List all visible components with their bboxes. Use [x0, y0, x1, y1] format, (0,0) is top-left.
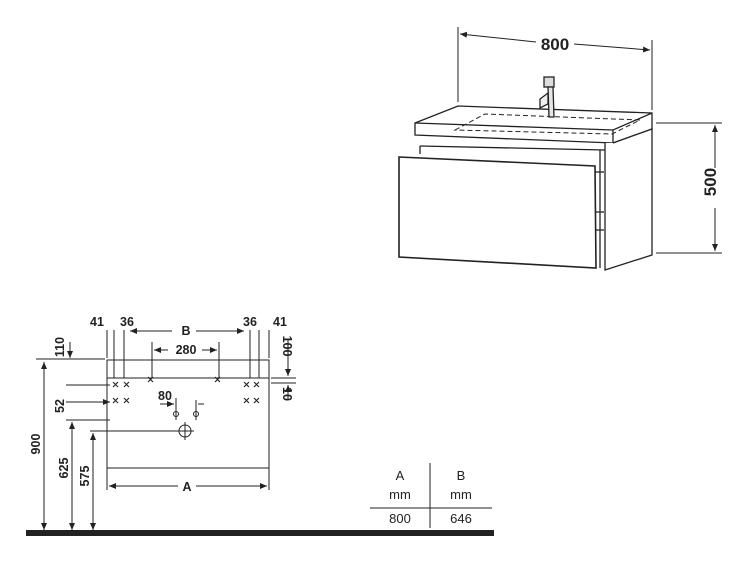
dim-900: 900: [29, 434, 43, 455]
dim-110: 110: [53, 337, 67, 357]
dim-575: 575: [78, 466, 92, 487]
dim-625: 625: [57, 458, 71, 479]
dim-10: 10: [280, 387, 294, 401]
table-unit-b: mm: [450, 487, 472, 502]
dimension-table: [370, 463, 492, 528]
floor: [26, 530, 494, 536]
dim-100: 100: [280, 336, 294, 357]
right-dimensions: [271, 340, 296, 400]
table-value-b: 646: [450, 511, 472, 526]
height-dimension-500: 500: [656, 122, 722, 254]
table-unit-a: mm: [389, 487, 411, 502]
dim-36-right: 36: [243, 315, 257, 329]
dim-41-left: 41: [90, 315, 104, 329]
top-dimensions: [106, 328, 270, 407]
height-label: 500: [701, 168, 720, 196]
dim-280: 280: [176, 343, 197, 357]
mounting-points: [112, 376, 260, 404]
dim-B: B: [181, 324, 190, 338]
dim-41-right: 41: [273, 315, 287, 329]
bottom-dimension-A: [106, 468, 270, 490]
dim-36-left: 36: [120, 315, 134, 329]
width-dimension-800: 800: [457, 27, 653, 110]
dim-80: 80: [158, 389, 172, 403]
left-dimensions: [36, 342, 178, 530]
cabinet-side: [604, 128, 653, 271]
waste-outlet: [173, 400, 199, 440]
drawer-front: [398, 156, 597, 269]
cabinet-3d-view: [398, 76, 653, 271]
table-header-b: B: [457, 468, 466, 483]
front-plan-view: [26, 359, 494, 536]
dim-52: 52: [53, 399, 67, 413]
width-label: 800: [541, 35, 569, 54]
dim-A: A: [182, 480, 191, 494]
table-header-a: A: [396, 468, 405, 483]
basin-bowl-outline: [453, 113, 641, 135]
table-value-a: 800: [389, 511, 411, 526]
faucet: [539, 76, 555, 118]
